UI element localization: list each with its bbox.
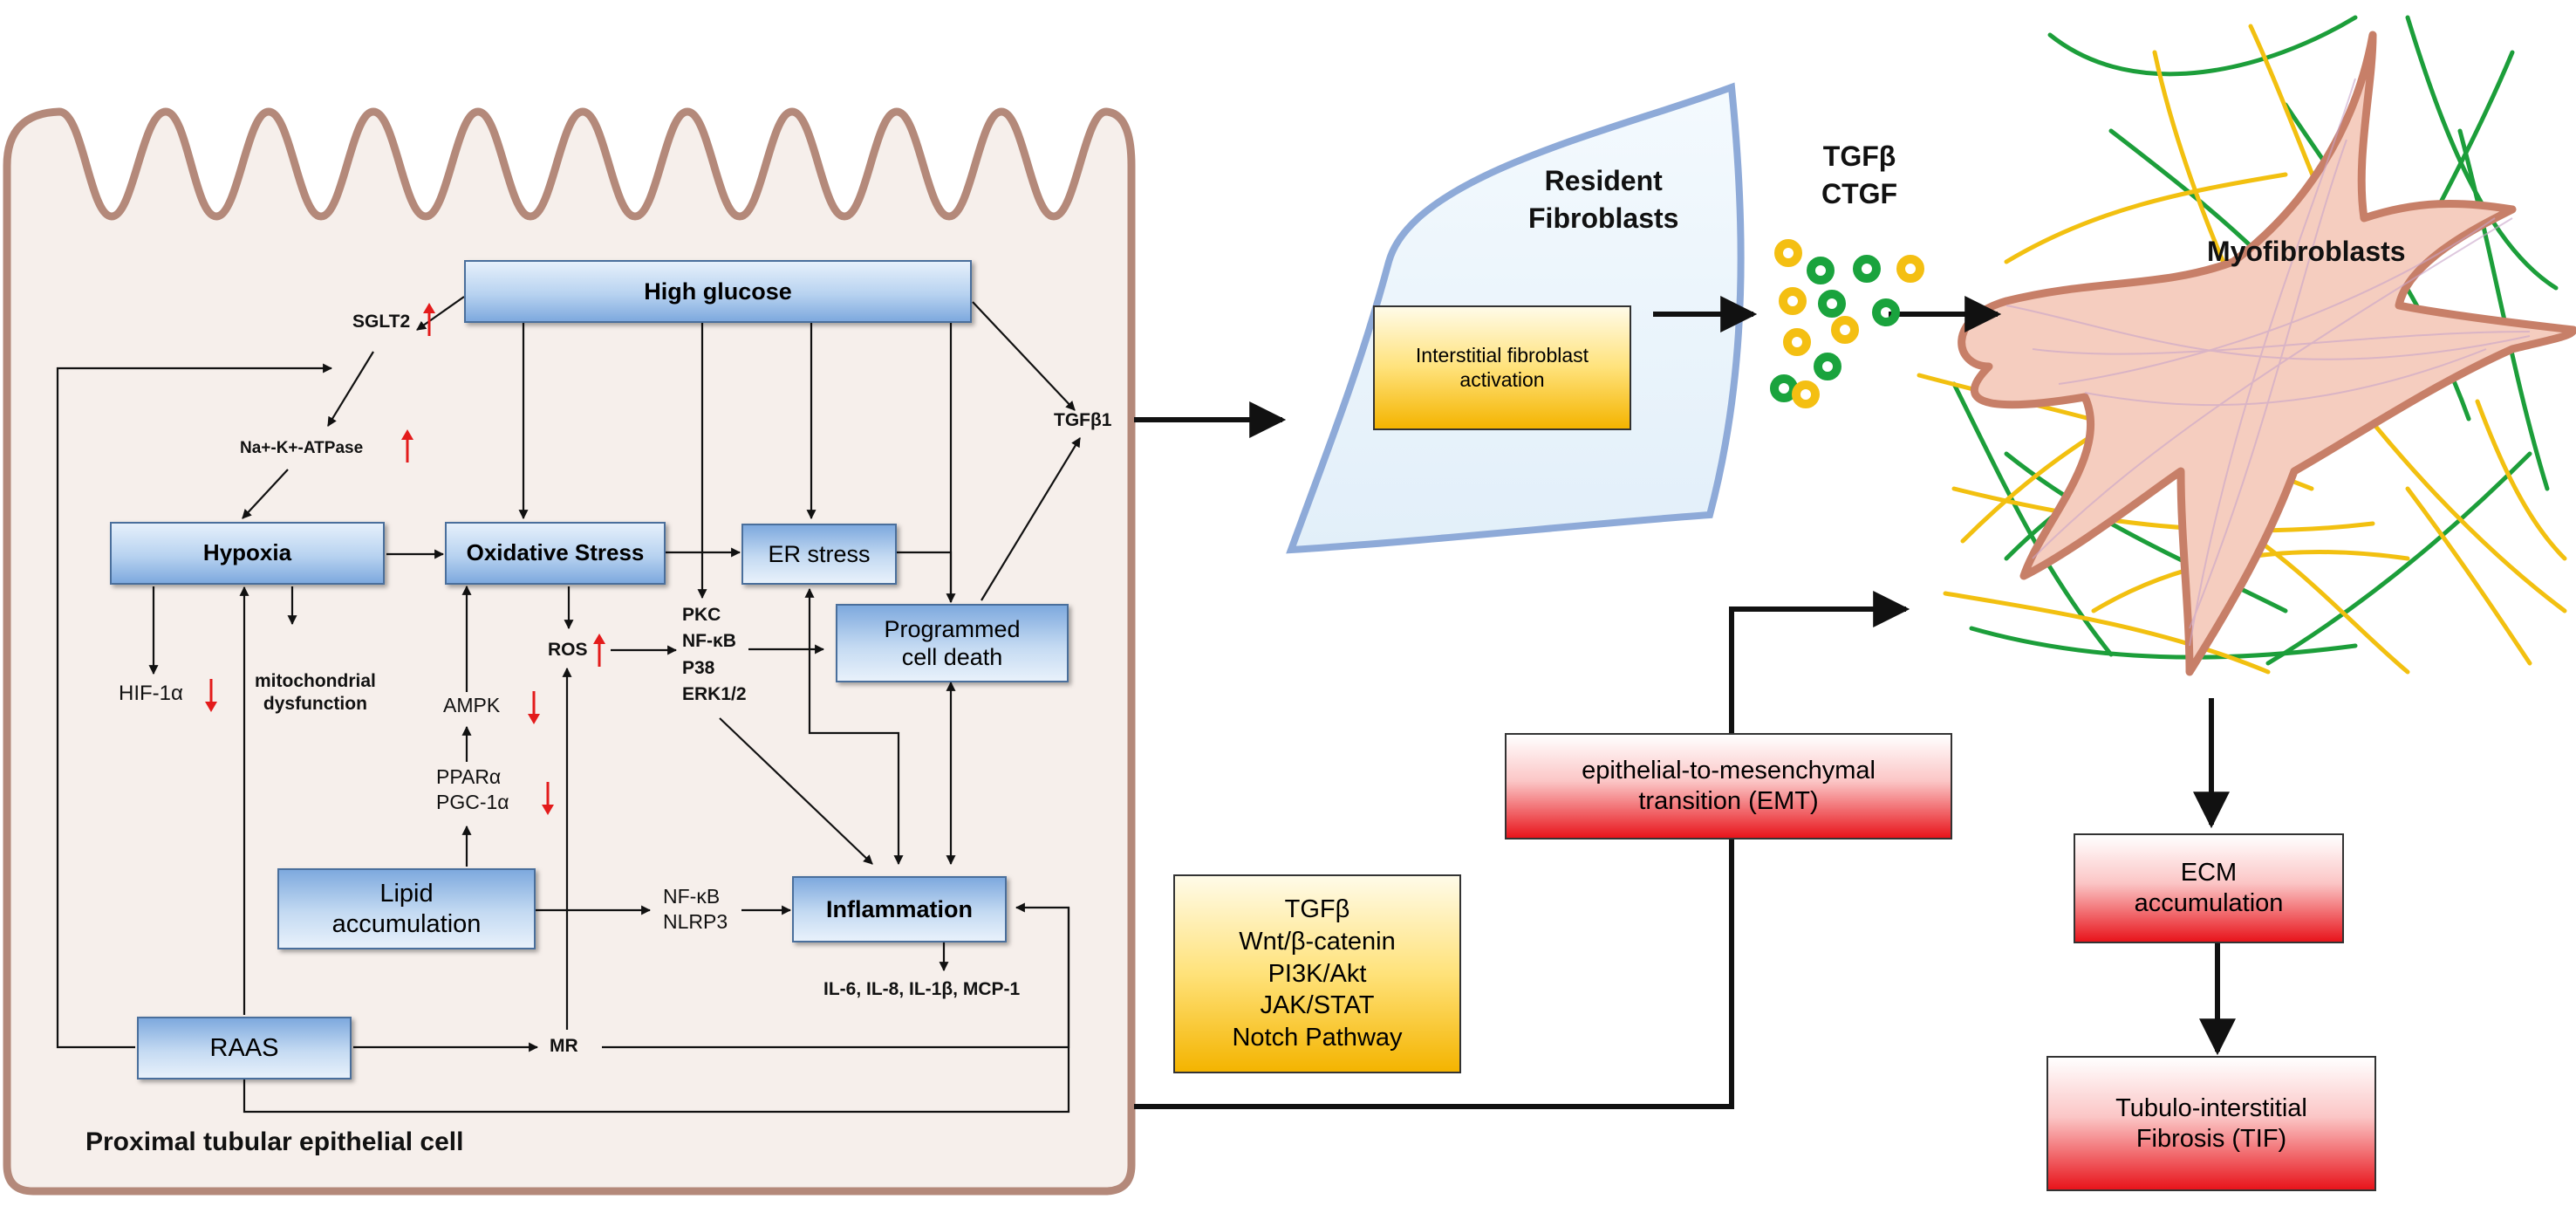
high-glucose-box: High glucose (464, 260, 972, 323)
ppar-pgc-label: PPARα PGC-1α (436, 764, 509, 815)
growth-factor-particles (1770, 239, 1924, 408)
fiber-20 (2475, 399, 2567, 561)
ecm-line2: accumulation (2134, 889, 2284, 917)
hypoxia-box: Hypoxia (110, 522, 385, 585)
pathway-notch: Notch Pathway (1232, 1024, 1403, 1052)
pathway-wnt: Wnt/β-catenin (1239, 927, 1396, 956)
nfkb-line: NF-κB (663, 885, 721, 908)
tif-line1: Tubulo-interstitial (2115, 1093, 2307, 1122)
activation-line2: activation (1459, 367, 1545, 391)
fiber-17 (1943, 591, 2271, 675)
growth-factor-ring-2 (1807, 257, 1835, 284)
growth-factors-label: TGFβ CTGF (1821, 138, 1897, 213)
growth-factor-ring-11 (1814, 353, 1841, 380)
sglt2-label: SGLT2 (352, 312, 411, 332)
growth-factor-ring-1 (1774, 239, 1802, 267)
kinase-erk: ERK1/2 (682, 684, 747, 705)
fiber-5 (1969, 626, 2358, 660)
oxidative-stress-box: Oxidative Stress (445, 522, 666, 585)
pathway-pi3k: PI3K/Akt (1268, 959, 1367, 988)
hif1a-down-arrow (205, 679, 217, 712)
fiber-16 (2353, 399, 2567, 613)
activation-line1: Interstitial fibroblast (1415, 343, 1589, 367)
cytokines-label: IL-6, IL-8, IL-1β, MCP-1 (823, 979, 1021, 999)
lipid-accumulation-line2: accumulation (331, 909, 482, 938)
kinases-label: PKC NF-κB P38 ERK1/2 (682, 602, 747, 709)
kinase-pkc: PKC (682, 605, 721, 625)
signaling-pathways-box: TGFβ Wnt/β-catenin PI3K/Akt JAK/STAT Not… (1173, 874, 1461, 1073)
raas-box: RAAS (137, 1017, 352, 1079)
fiber-4 (2004, 451, 2288, 613)
tgfb1-label: TGFβ1 (1054, 410, 1112, 430)
na-k-atpase-label: Na+-K+-ATPase (240, 439, 364, 457)
ros-label: ROS (548, 640, 588, 660)
hif1a-label: HIF-1α (119, 682, 183, 705)
ecm-accumulation-box: ECM accumulation (2074, 833, 2344, 943)
ecm-line1: ECM (2180, 859, 2238, 887)
programmed-cell-death-box: Programmed cell death (836, 604, 1069, 682)
growth-factor-ring-7 (1872, 298, 1900, 326)
er-stress-box: ER stress (741, 524, 897, 585)
growth-factor-ring-4 (1896, 255, 1924, 283)
kinase-nfkb: NF-κB (682, 631, 736, 652)
programmed-cell-death-line2: cell death (901, 644, 1003, 670)
ampk-label: AMPK (443, 694, 501, 716)
programmed-cell-death-line1: Programmed (884, 615, 1021, 642)
lipid-accumulation-box: Lipid accumulation (277, 868, 536, 949)
tif-box: Tubulo-interstitial Fibrosis (TIF) (2046, 1056, 2376, 1191)
sglt2-up-arrow (423, 303, 435, 336)
fiber-7 (2457, 128, 2550, 491)
myofibroblast-shape (1958, 31, 2576, 676)
growth-factor-ring-12 (1792, 380, 1820, 408)
growth-factor-ring-3 (1853, 255, 1881, 283)
inflammation-box: Inflammation (792, 876, 1007, 942)
myofibroblast-filaments (2005, 78, 2531, 647)
ros-up-arrow (593, 634, 605, 667)
kinase-p38: P38 (682, 657, 715, 678)
pathway-tgfb: TGFβ (1284, 894, 1350, 923)
mito-line1: mitochondrial (255, 671, 376, 691)
ppar-line2: PGC-1α (436, 790, 509, 813)
ctgf-line: CTGF (1821, 178, 1898, 210)
emt-line1: epithelial-to-mesenchymal (1582, 757, 1876, 785)
resident-fibroblasts-title: Resident Fibroblasts (1528, 162, 1678, 237)
growth-factor-ring-9 (1831, 316, 1859, 344)
nlrp3-line: NLRP3 (663, 909, 728, 933)
ampk-down-arrow (528, 691, 540, 724)
lipid-accumulation-line1: Lipid (379, 879, 434, 908)
emt-line2: transition (EMT) (1638, 787, 1819, 815)
mitochondrial-dysfunction-label: mitochondrial dysfunction (255, 670, 376, 716)
pathway-jak: JAK/STAT (1260, 991, 1375, 1020)
fibroblast-activation-box: Interstitial fibroblast activation (1373, 305, 1631, 430)
nfkb-nlrp3-label: NF-κB NLRP3 (663, 884, 728, 935)
ppar-line1: PPARα (436, 765, 502, 788)
fiber-6 (2265, 451, 2532, 666)
fiber-13 (1951, 486, 2375, 533)
mr-label: MR (550, 1036, 578, 1056)
fiber-3 (2405, 15, 2559, 291)
tgfb-line: TGFβ (1822, 140, 1896, 172)
fiber-18 (2405, 486, 2532, 666)
growth-factor-ring-5 (1779, 287, 1807, 315)
mito-line2: dysfunction (263, 694, 367, 715)
tif-line2: Fibrosis (TIF) (2135, 1124, 2287, 1153)
growth-factor-ring-8 (1783, 328, 1811, 356)
resident-line: Resident (1544, 165, 1663, 196)
emt-box: epithelial-to-mesenchymal transition (EM… (1505, 733, 1952, 840)
fiber-19 (2004, 172, 2288, 264)
myofibroblasts-title: Myofibroblasts (2207, 236, 2406, 267)
fiber-1 (2047, 15, 2358, 77)
fibroblasts-line: Fibroblasts (1528, 202, 1679, 235)
ppar-down-arrow (542, 782, 554, 815)
growth-factor-ring-10 (1770, 374, 1798, 402)
na-k-atpase-up-arrow (401, 429, 413, 463)
cell-title: Proximal tubular epithelial cell (85, 1127, 464, 1156)
growth-factor-ring-6 (1818, 290, 1846, 318)
